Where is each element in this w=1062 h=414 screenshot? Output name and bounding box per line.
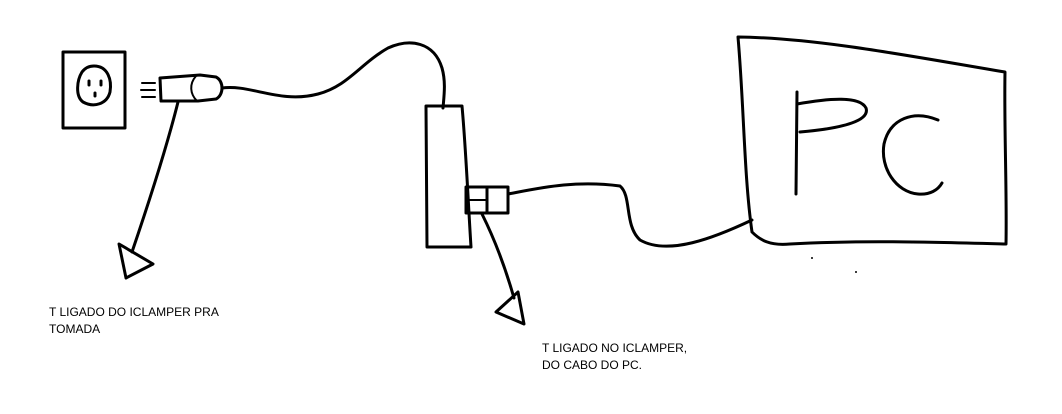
plug-body <box>158 73 224 103</box>
cable-plug-to-iclamper <box>220 41 446 110</box>
arrow-left-head <box>117 242 155 280</box>
letter-c <box>881 114 944 196</box>
arrow-right-line <box>480 212 516 300</box>
plug-body-divider <box>190 75 198 102</box>
pc-monitor <box>736 35 1008 246</box>
iclamper-device <box>424 104 473 249</box>
label-line: T LIGADO NO ICLAMPER, <box>542 341 688 355</box>
stray-dot-1 <box>811 257 813 259</box>
letter-p-stem <box>794 90 799 196</box>
label-line: DO CABO DO PC. <box>542 358 643 372</box>
arrow-left-icon <box>117 100 180 280</box>
arrow-right-head <box>494 290 526 326</box>
label-line: TOMADA <box>49 322 101 336</box>
label-iclamper-to-outlet: T LIGADO DO ICLAMPER PRA TOMADA <box>49 304 219 338</box>
cable-iclamper-to-pc <box>506 182 754 248</box>
arrow-right-icon <box>480 212 526 326</box>
letter-p-bowl <box>795 97 868 134</box>
label-pc-cable-at-iclamper: T LIGADO NO ICLAMPER, DO CABO DO PC. <box>542 340 687 374</box>
wall-outlet-icon <box>61 50 127 130</box>
power-plug-icon <box>140 73 224 103</box>
pc-cable-connector-icon <box>464 185 510 215</box>
arrow-left-line <box>130 100 180 254</box>
label-line: T LIGADO DO ICLAMPER PRA <box>49 305 219 319</box>
outlet-plate <box>61 50 127 130</box>
outlet-socket <box>76 64 112 107</box>
pc-text-drawing <box>794 90 944 196</box>
stray-dot-2 <box>855 271 857 273</box>
